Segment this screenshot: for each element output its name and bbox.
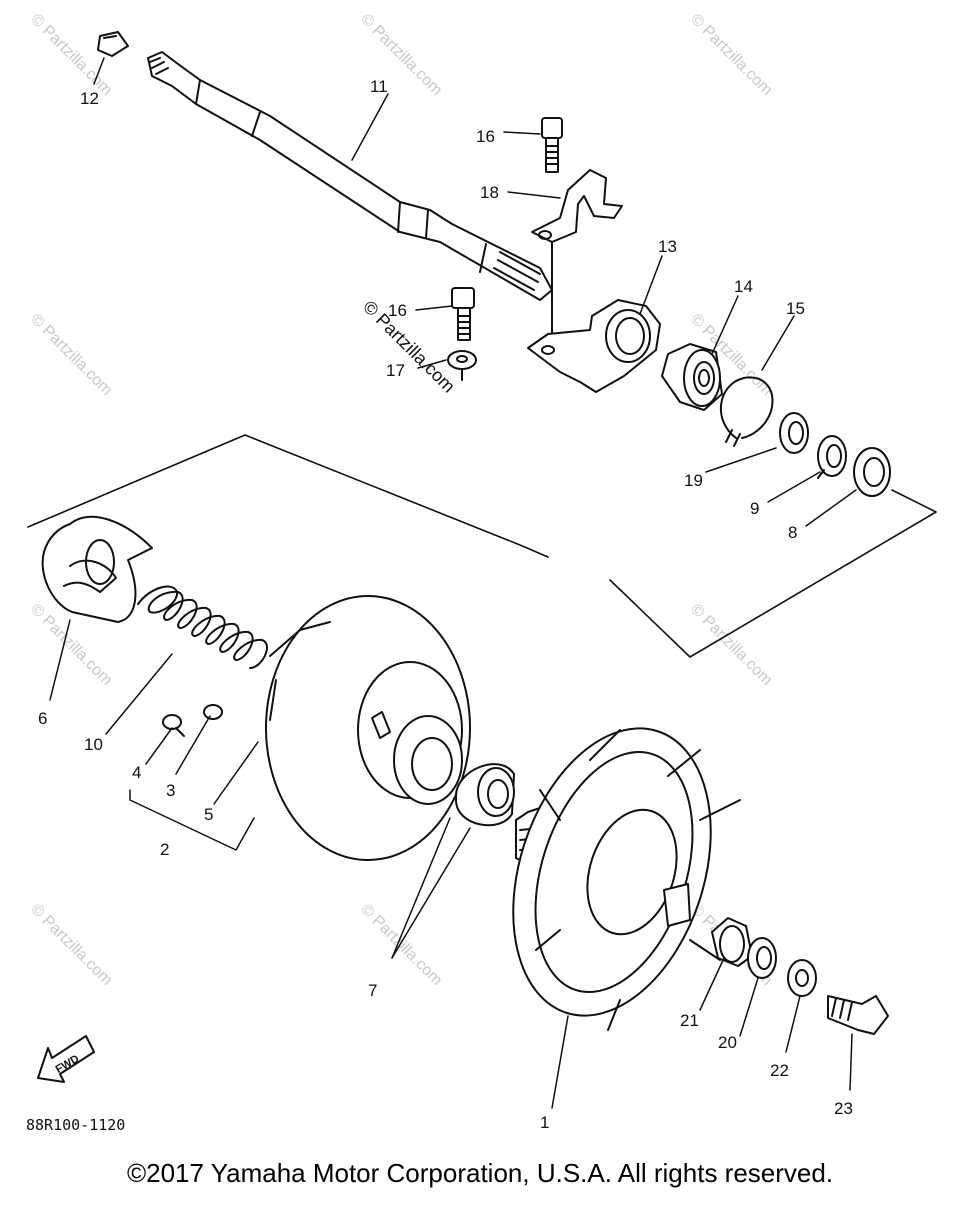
callout-5: 5 bbox=[204, 805, 213, 824]
callout-18: 18 bbox=[480, 183, 499, 202]
callout-1: 1 bbox=[540, 1113, 549, 1132]
shaft-part-11 bbox=[147, 51, 553, 301]
callout-20: 20 bbox=[718, 1033, 737, 1052]
callout-10: 10 bbox=[84, 735, 103, 754]
slider-part-3 bbox=[203, 704, 223, 720]
callout-15: 15 bbox=[786, 299, 805, 318]
callout-4: 4 bbox=[132, 763, 141, 782]
callout-12: 12 bbox=[80, 89, 99, 108]
callout-2: 2 bbox=[160, 840, 169, 859]
washer-part-20 bbox=[747, 937, 777, 979]
fwd-arrow-icon bbox=[37, 1035, 95, 1083]
callout-11: 11 bbox=[370, 77, 388, 96]
washer-part-22 bbox=[787, 959, 817, 997]
washer-part-17 bbox=[447, 350, 477, 381]
leader-lines bbox=[49, 57, 857, 1109]
washer-part-9 bbox=[817, 435, 847, 479]
callout-21: 21 bbox=[680, 1011, 699, 1030]
watermark-dark: © Partzilla.com bbox=[359, 297, 459, 397]
washer-part-8 bbox=[853, 447, 891, 497]
callout-9: 9 bbox=[750, 499, 759, 518]
washer-part-19 bbox=[779, 412, 809, 454]
bearing-housing-part-13 bbox=[527, 299, 661, 393]
watermark: © Partzilla.com bbox=[357, 901, 445, 989]
callout-16-upper: 16 bbox=[476, 127, 495, 146]
circlip-part-15 bbox=[719, 376, 774, 447]
callout-3: 3 bbox=[166, 781, 175, 800]
screw-part-4 bbox=[162, 714, 185, 737]
sheave-part-5 bbox=[265, 595, 471, 861]
assembly-outline bbox=[27, 434, 937, 658]
callout-13: 13 bbox=[658, 237, 677, 256]
cap-part-12 bbox=[97, 31, 129, 57]
bearing-part-14 bbox=[661, 343, 723, 411]
collar-part-21 bbox=[711, 917, 753, 967]
callout-8: 8 bbox=[788, 523, 797, 542]
callout-23: 23 bbox=[834, 1099, 853, 1118]
bushing-part-7 bbox=[455, 763, 515, 827]
callout-19: 19 bbox=[684, 471, 703, 490]
diagram-code: 88R100-1120 bbox=[26, 1116, 125, 1134]
watermark: © Partzilla.com bbox=[27, 901, 115, 989]
bolt-part-23 bbox=[827, 995, 889, 1035]
callout-labels: 1 2 3 4 5 6 7 8 9 10 11 12 13 14 15 16 1… bbox=[26, 77, 853, 1134]
watermark: © Partzilla.com bbox=[27, 11, 115, 99]
callout-6: 6 bbox=[38, 709, 47, 728]
bearing-strap-part-18 bbox=[531, 169, 623, 341]
callout-7: 7 bbox=[368, 981, 377, 1000]
sheave-part-1 bbox=[512, 727, 741, 1031]
bolt-part-16-upper bbox=[541, 117, 563, 173]
cam-part-6 bbox=[41, 515, 153, 623]
watermark: © Partzilla.com bbox=[27, 311, 115, 399]
bolt-part-16-lower bbox=[451, 287, 475, 341]
callout-17: 17 bbox=[386, 361, 405, 380]
spring-part-10 bbox=[137, 585, 268, 669]
callout-22: 22 bbox=[770, 1061, 789, 1080]
callout-14: 14 bbox=[734, 277, 753, 296]
callout-16-lower: 16 bbox=[388, 301, 407, 320]
watermark: © Partzilla.com bbox=[687, 11, 775, 99]
copyright-notice: ©2017 Yamaha Motor Corporation, U.S.A. A… bbox=[126, 1158, 834, 1188]
